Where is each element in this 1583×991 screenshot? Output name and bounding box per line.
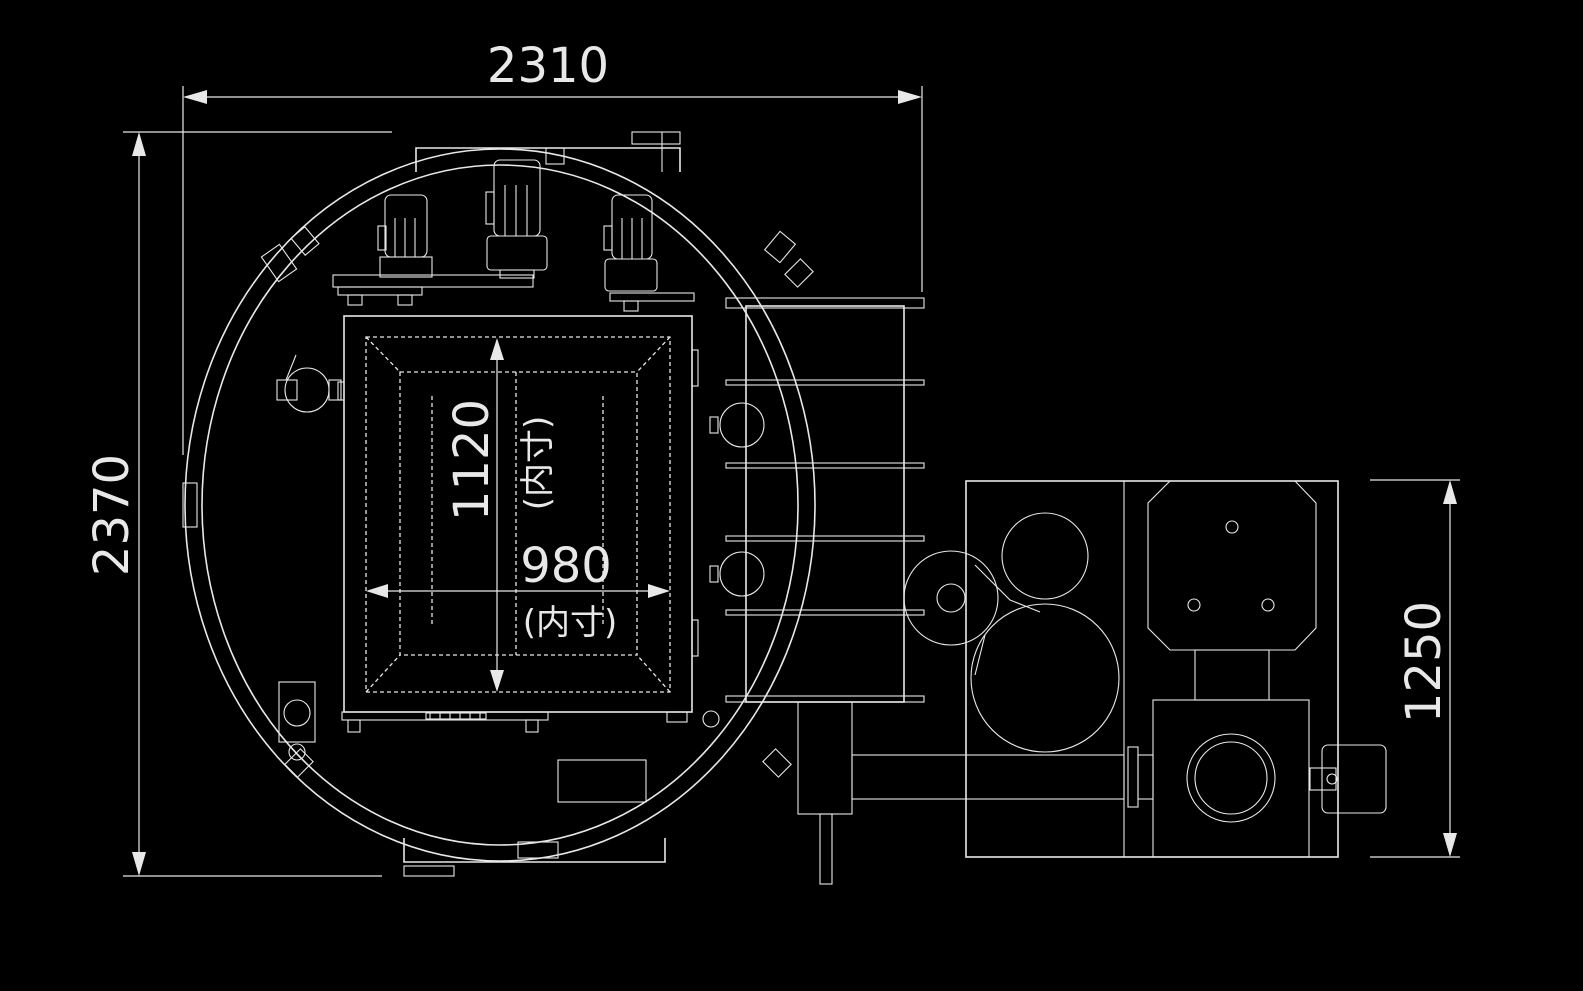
unit-height-dimension-label: 1250 xyxy=(1396,601,1452,723)
valve-left-bottom xyxy=(278,681,316,761)
pump-unit xyxy=(851,480,1387,858)
height-dimension-label: 2370 xyxy=(84,454,140,576)
height-dimension: 2370 xyxy=(84,131,392,877)
inner-height-note: (内寸) xyxy=(518,416,558,511)
inner-width-label: 980 xyxy=(520,538,612,594)
valve-left-top xyxy=(276,354,342,413)
motor-center xyxy=(485,159,548,279)
inner-height-label: 1120 xyxy=(444,399,500,521)
motor-right xyxy=(603,194,658,292)
nameplate xyxy=(557,759,647,803)
vessel-ring xyxy=(182,131,816,877)
inner-height-dimension: 1120 (内寸) xyxy=(444,338,558,692)
unit-height-dimension: 1250 xyxy=(1370,479,1460,858)
column xyxy=(709,297,925,885)
width-dimension-label: 2310 xyxy=(487,38,609,94)
width-dimension: 2310 xyxy=(182,38,923,455)
inner-width-dimension: 980 (内寸) xyxy=(366,538,670,643)
motor-left xyxy=(377,194,433,278)
motor-drive-bar xyxy=(332,274,695,312)
inner-width-note: (内寸) xyxy=(523,603,618,643)
inner-chamber xyxy=(337,315,720,733)
